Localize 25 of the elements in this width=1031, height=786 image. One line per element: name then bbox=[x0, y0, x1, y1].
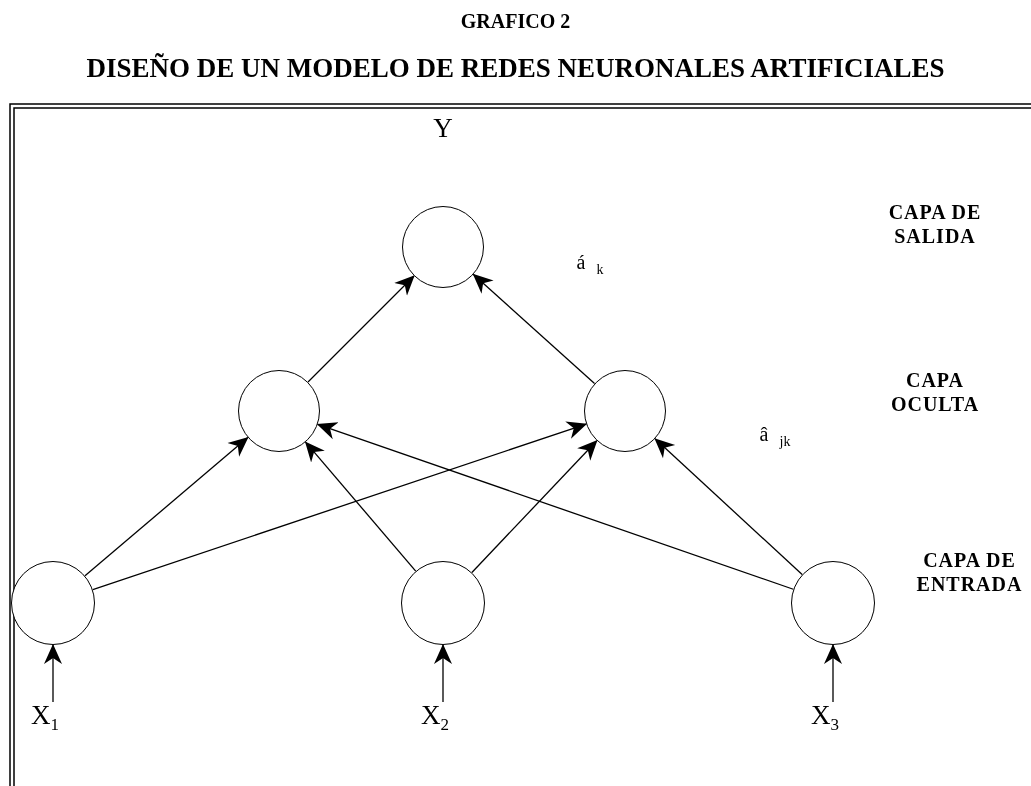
input-label: X$_{1}$ bbox=[31, 700, 59, 735]
arrow bbox=[654, 438, 803, 576]
output-label: Y bbox=[432, 112, 454, 145]
layer-label: CAPA DE ENTRADA bbox=[915, 548, 1024, 596]
neuron-circle bbox=[238, 370, 320, 452]
arrow bbox=[92, 421, 588, 591]
arrow bbox=[316, 422, 794, 590]
arrow bbox=[824, 644, 842, 703]
neuron-circle bbox=[402, 206, 484, 288]
input-label: X$_{3}$ bbox=[811, 700, 839, 735]
diagram-title: GRAFICO 2 bbox=[459, 10, 572, 33]
arrow bbox=[471, 440, 598, 574]
arrow bbox=[434, 644, 452, 703]
neuron-circle bbox=[584, 370, 666, 452]
weight-label: á $_{k}$ bbox=[575, 250, 605, 279]
layer-label: CAPA DE SALIDA bbox=[887, 200, 983, 248]
weight-label: â $_{jk}$ bbox=[758, 422, 792, 451]
arrow bbox=[472, 273, 596, 385]
input-label: X$_{2}$ bbox=[421, 700, 449, 735]
layer-label: CAPA OCULTA bbox=[889, 368, 981, 416]
arrow bbox=[305, 441, 417, 572]
diagram-subtitle: DISEÑO DE UN MODELO DE REDES NEURONALES ARTIFICIALES bbox=[85, 52, 946, 85]
arrow bbox=[307, 275, 415, 383]
arrow bbox=[44, 644, 62, 703]
arrow bbox=[84, 436, 249, 577]
